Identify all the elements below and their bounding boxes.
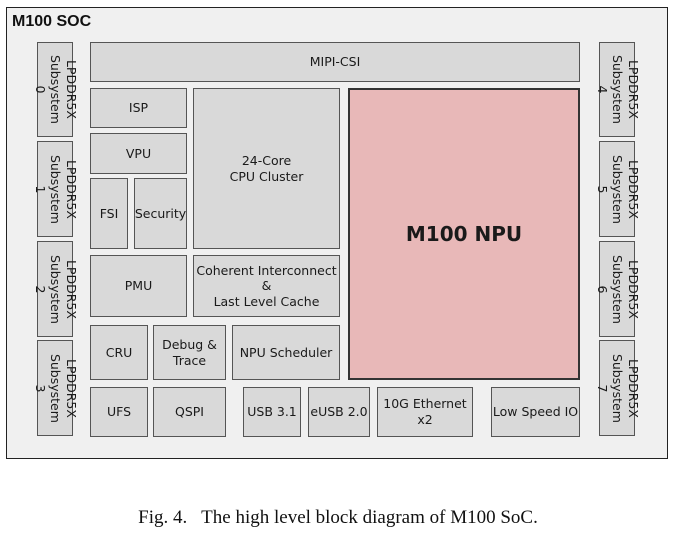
lpddr5x-subsystem-1: LPDDR5X Subsystem 1 (32, 141, 78, 237)
lpddr5x-subsystem-0: LPDDR5X Subsystem 0 (32, 42, 78, 137)
lpddr5x-subsystem-6: LPDDR5X Subsystem 6 (594, 241, 640, 337)
isp-block: ISP (90, 88, 187, 128)
usb31-block: USB 3.1 (243, 387, 301, 437)
ufs-block: UFS (90, 387, 148, 437)
lpddr5x-subsystem-4: LPDDR5X Subsystem 4 (594, 42, 640, 137)
soc-title: M100 SOC (12, 13, 92, 30)
qspi-block: QSPI (153, 387, 226, 437)
lpddr5x-subsystem-7: LPDDR5X Subsystem 7 (594, 340, 640, 436)
eusb20-block: eUSB 2.0 (308, 387, 370, 437)
security-block: Security (134, 178, 187, 249)
pmu-block: PMU (90, 255, 187, 317)
mipi-csi-block: MIPI-CSI (90, 42, 580, 82)
vpu-block: VPU (90, 133, 187, 174)
debug-trace-block: Debug & Trace (153, 325, 226, 380)
lpddr5x-subsystem-2: LPDDR5X Subsystem 2 (32, 241, 78, 337)
figure-caption: Fig. 4. The high level block diagram of … (138, 507, 538, 528)
lpddr5x-subsystem-5: LPDDR5X Subsystem 5 (594, 141, 640, 237)
m100-npu-block: M100 NPU (348, 88, 580, 380)
cpu-cluster-block: 24-Core CPU Cluster (193, 88, 340, 249)
coherent-interconnect-block: Coherent Interconnect & Last Level Cache (193, 255, 340, 317)
10g-ethernet-block: 10G Ethernet x2 (377, 387, 473, 437)
cru-block: CRU (90, 325, 148, 380)
lpddr5x-subsystem-3: LPDDR5X Subsystem 3 (32, 340, 78, 436)
npu-scheduler-block: NPU Scheduler (232, 325, 340, 380)
fsi-block: FSI (90, 178, 128, 249)
low-speed-io-block: Low Speed IO (491, 387, 580, 437)
